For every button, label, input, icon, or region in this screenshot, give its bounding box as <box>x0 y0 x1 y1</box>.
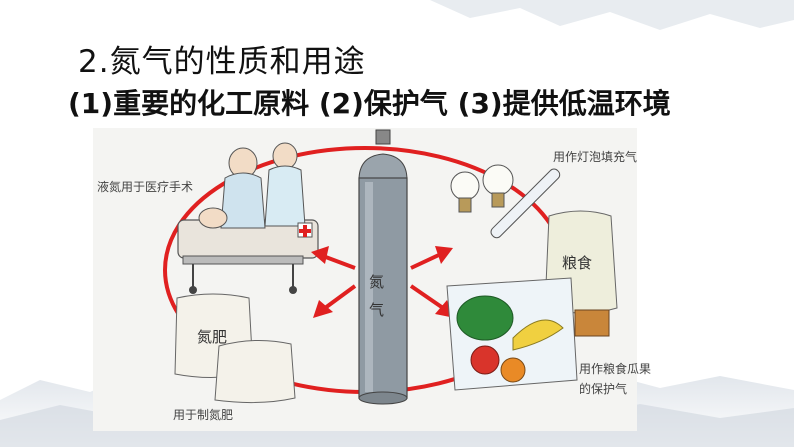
fertilizer-bags <box>174 293 296 404</box>
grain-bag-label: 粮食 <box>562 254 593 272</box>
section-heading: 2.氮气的性质和用途 <box>78 44 366 80</box>
nitrogen-cylinder <box>358 129 408 405</box>
lamp-bulbs <box>450 164 561 239</box>
uses-summary: (1)重要的化工原料 (2)保护气 (3)提供低温环境 <box>68 87 671 120</box>
caption-food-line1: 用作粮食瓜果 <box>579 362 652 376</box>
surgery-scene <box>177 142 319 294</box>
cylinder-label: 氮气 <box>369 273 385 319</box>
caption-lamp: 用作灯泡填充气 <box>553 150 638 164</box>
caption-food-line2: 的保护气 <box>579 382 628 396</box>
caption-medical: 液氮用于医疗手术 <box>97 180 194 194</box>
caption-fertilizer: 用于制氮肥 <box>173 408 234 422</box>
fertilizer-bag-label: 氮肥 <box>197 328 228 346</box>
fruit-bag <box>446 277 610 391</box>
nitrogen-uses-illustration: 氮气 粮食 氮肥 液氮用于医疗手术 用作灯泡填充气 用于制氮肥 用作粮食瓜果 的… <box>93 128 651 431</box>
